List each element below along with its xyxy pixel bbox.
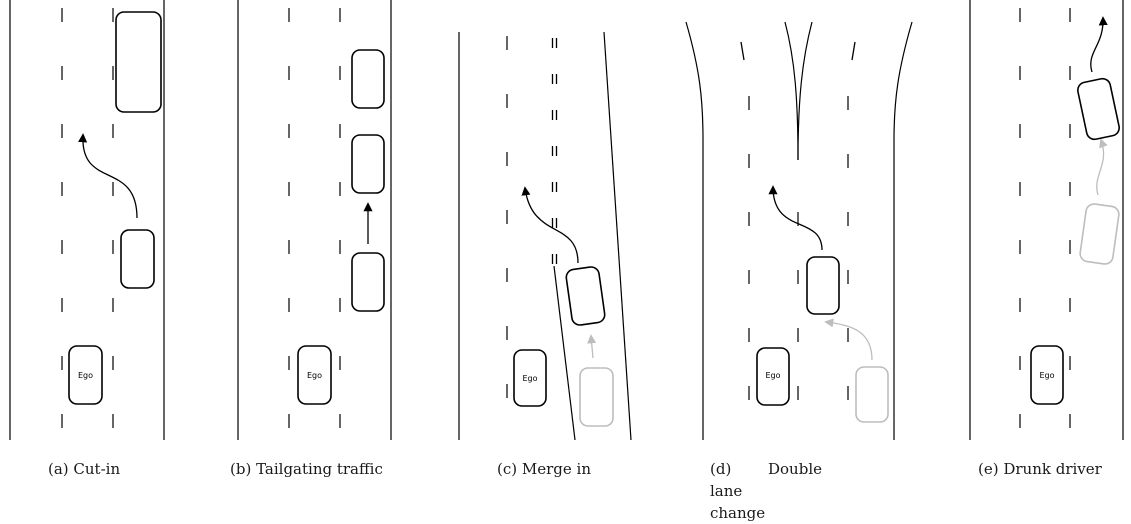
panel-double-lane-change: Ego bbox=[685, 21, 913, 440]
caption-d-word-1: (d) bbox=[710, 460, 732, 478]
splitting-lane-mark-left bbox=[740, 41, 745, 61]
ego-car bbox=[513, 349, 547, 407]
lane-change-path-arrow bbox=[768, 185, 823, 251]
middle-car bbox=[351, 134, 385, 194]
panel-cut-in: Ego bbox=[9, 0, 165, 440]
caption-double-lane-change: (d) Double lane change bbox=[710, 458, 880, 524]
drunk-car bbox=[1077, 77, 1120, 141]
road-edge-right bbox=[893, 21, 913, 440]
drunk-path-arrow bbox=[1090, 16, 1108, 73]
caption-cut-in: (a) Cut-in bbox=[48, 460, 121, 478]
merging-car bbox=[565, 266, 606, 326]
ego-label: Ego bbox=[1039, 371, 1054, 380]
ego-label: Ego bbox=[307, 371, 322, 380]
tailgating-car bbox=[351, 252, 385, 312]
gore-line-right bbox=[797, 21, 813, 161]
lane-changing-car-ghost bbox=[855, 366, 889, 423]
truck bbox=[115, 11, 162, 113]
caption-d-word-3: lane bbox=[710, 482, 743, 500]
ego-car bbox=[68, 345, 103, 405]
ego-label: Ego bbox=[522, 374, 537, 383]
merge-lane-edge-inner bbox=[553, 265, 576, 441]
lane-changing-car bbox=[806, 256, 840, 315]
ego-car bbox=[1030, 345, 1064, 405]
caption-d-line-2: change bbox=[710, 504, 766, 522]
merge-path-arrow bbox=[521, 186, 579, 264]
cut-in-path-arrow bbox=[78, 133, 138, 219]
cutting-car bbox=[120, 229, 155, 289]
drunk-car-ghost bbox=[1079, 203, 1120, 265]
merging-car-ghost bbox=[579, 367, 614, 427]
road-edge-left bbox=[685, 21, 704, 440]
panel-tailgating: Ego bbox=[237, 0, 392, 440]
panel-merge-in: Ego bbox=[458, 31, 632, 441]
ego-car bbox=[297, 345, 332, 405]
caption-d-word-2: Double bbox=[768, 460, 822, 478]
ego-car bbox=[756, 347, 790, 406]
merge-lane-edge-outer bbox=[603, 31, 632, 441]
merge-arrow-ghost bbox=[587, 334, 597, 359]
lead-car bbox=[351, 49, 385, 109]
scenario-diagrams: Ego Ego Ego bbox=[9, 0, 1124, 441]
caption-tailgating-traffic: (b) Tailgating traffic bbox=[230, 460, 383, 478]
ego-label: Ego bbox=[765, 371, 780, 380]
gore-line-left bbox=[784, 21, 799, 161]
caption-drunk-driver: (e) Drunk driver bbox=[978, 460, 1102, 478]
drunk-path-ghost bbox=[1096, 138, 1108, 196]
panel-drunk-driver: Ego bbox=[969, 0, 1124, 440]
caption-merge-in: (c) Merge in bbox=[497, 460, 591, 478]
caption-d-line-1: (d) Double lane bbox=[710, 458, 880, 502]
splitting-lane-mark-right bbox=[851, 41, 856, 61]
lane-change-path-ghost bbox=[824, 318, 873, 361]
ego-label: Ego bbox=[78, 371, 93, 380]
